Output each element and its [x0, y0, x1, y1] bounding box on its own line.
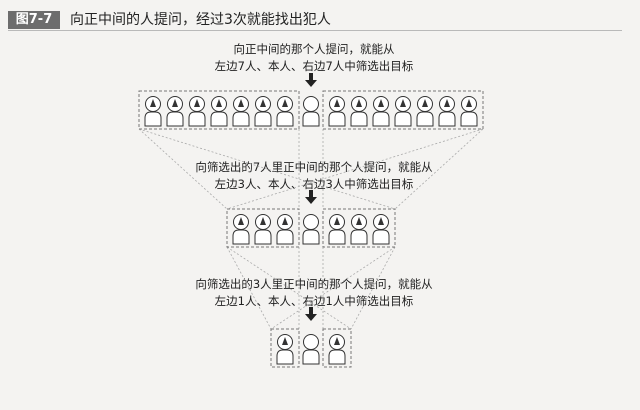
funnel-guide-line	[226, 246, 352, 330]
figure-title: 向正中间的人提问，经过3次就能找出犯人	[70, 12, 331, 28]
stage-2-left-person-icon	[276, 214, 294, 245]
stage-3-left-person-icon	[276, 334, 294, 365]
marker-icon	[400, 99, 406, 107]
stage-1-right-person-icon	[416, 96, 434, 127]
marker-icon	[172, 99, 178, 107]
stage-2-right-group-box	[322, 208, 396, 248]
marker-icon	[466, 99, 472, 107]
marker-icon	[422, 99, 428, 107]
stage-1-caption: 向正中间的那个人提问，就能从 左边7人、本人、右边7人中筛选出目标	[114, 41, 514, 75]
stage-1-right-person-icon	[372, 96, 390, 127]
marker-icon	[260, 217, 266, 225]
stage-2	[226, 190, 396, 248]
stage-3-center-person-icon	[302, 334, 320, 365]
funnel-guide-line	[270, 246, 396, 330]
funnel-guide-line	[226, 246, 272, 330]
stage-1-center-person-icon	[302, 96, 320, 127]
marker-icon	[334, 99, 340, 107]
marker-icon	[282, 99, 288, 107]
stage-3-right-person-icon	[328, 334, 346, 365]
stage-2-right-person-icon	[350, 214, 368, 245]
stage-1-right-person-icon	[328, 96, 346, 127]
stages	[138, 73, 484, 368]
stage-1-left-person-icon	[188, 96, 206, 127]
marker-icon	[356, 99, 362, 107]
stage-1-left-person-icon	[254, 96, 272, 127]
stage-2-right-person-icon	[328, 214, 346, 245]
stage-1-caption-line1: 向正中间的那个人提问，就能从	[233, 42, 395, 56]
figure-tag: 图7-7	[8, 11, 60, 29]
stage-2-caption: 向筛选出的7人里正中间的那个人提问，就能从 左边3人、本人、右边3人中筛选出目标	[114, 159, 514, 193]
stage-1-left-person-icon	[232, 96, 250, 127]
stage-2-center-person-icon	[302, 214, 320, 245]
marker-icon	[356, 217, 362, 225]
stage-3-right-group-box	[322, 328, 352, 368]
stage-2-left-group-box	[226, 208, 300, 248]
stage-2-arrow-down-icon	[305, 190, 317, 204]
funnel-guide-line	[138, 128, 396, 210]
stage-1-caption-line2: 左边7人、本人、右边7人中筛选出目标	[214, 59, 414, 73]
marker-icon	[378, 99, 384, 107]
funnel-guide-line	[394, 128, 484, 210]
stage-1-right-person-icon	[460, 96, 478, 127]
marker-icon	[216, 99, 222, 107]
stage-1	[138, 73, 484, 130]
stage-3-arrow-down-icon	[305, 307, 317, 321]
marker-icon	[260, 99, 266, 107]
marker-icon	[378, 217, 384, 225]
marker-icon	[194, 99, 200, 107]
stage-3	[270, 307, 352, 368]
funnel-guide-line	[350, 246, 396, 330]
stage-1-left-person-icon	[144, 96, 162, 127]
stage-2-caption-line2: 左边3人、本人、右边3人中筛选出目标	[214, 177, 414, 191]
funnel-guide-line	[226, 128, 484, 210]
stage-1-right-person-icon	[394, 96, 412, 127]
marker-icon	[282, 217, 288, 225]
marker-icon	[334, 217, 340, 225]
marker-icon	[150, 99, 156, 107]
stage-1-left-person-icon	[166, 96, 184, 127]
stage-3-left-group-box	[270, 328, 300, 368]
stage-1-left-person-icon	[210, 96, 228, 127]
stage-1-left-person-icon	[276, 96, 294, 127]
funnel-guide-line	[138, 128, 228, 210]
marker-icon	[238, 217, 244, 225]
header-divider	[8, 30, 622, 31]
stage-1-arrow-down-icon	[305, 73, 317, 87]
stage-1-left-group-box	[138, 90, 300, 130]
stage-1-right-person-icon	[438, 96, 456, 127]
stage-2-right-person-icon	[372, 214, 390, 245]
marker-icon	[334, 337, 340, 345]
figure-header: 图7-7 向正中间的人提问，经过3次就能找出犯人	[0, 0, 640, 32]
stage-1-right-person-icon	[350, 96, 368, 127]
marker-icon	[238, 99, 244, 107]
funnel-guides	[138, 128, 484, 330]
stage-1-right-group-box	[322, 90, 484, 130]
stage-2-left-person-icon	[232, 214, 250, 245]
stage-2-left-person-icon	[254, 214, 272, 245]
marker-icon	[282, 337, 288, 345]
marker-icon	[444, 99, 450, 107]
stage-2-caption-line1: 向筛选出的7人里正中间的那个人提问，就能从	[195, 160, 433, 174]
